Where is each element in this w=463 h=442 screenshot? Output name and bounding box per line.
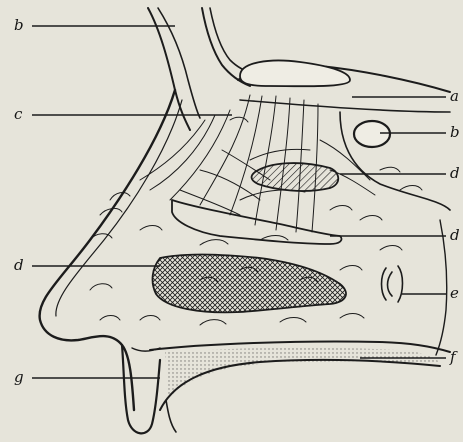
sphenoid-sinus <box>354 121 390 147</box>
olfactory-bulb <box>240 61 350 87</box>
middle-turbinate <box>172 200 342 244</box>
superior-turbinate <box>252 163 339 191</box>
label-f: f <box>450 350 456 365</box>
label-a: a <box>450 89 459 104</box>
label-b-top: b <box>14 18 24 33</box>
incisor-root <box>166 400 176 432</box>
label-b-right: b <box>450 125 460 140</box>
label-g: g <box>14 370 24 385</box>
eustachian-opening <box>382 266 403 302</box>
label-d-left: d <box>14 258 24 273</box>
nose-profile <box>40 90 175 410</box>
label-c: c <box>14 107 22 122</box>
inferior-turbinate <box>153 255 346 313</box>
palate-fill <box>165 348 440 400</box>
label-d-right-lower: d <box>450 228 460 243</box>
label-d-right-upper: d <box>450 166 460 181</box>
roof-line <box>240 100 450 112</box>
label-e: e <box>450 286 459 301</box>
posterior-wall <box>436 220 447 355</box>
frontal-process-right <box>210 8 256 74</box>
